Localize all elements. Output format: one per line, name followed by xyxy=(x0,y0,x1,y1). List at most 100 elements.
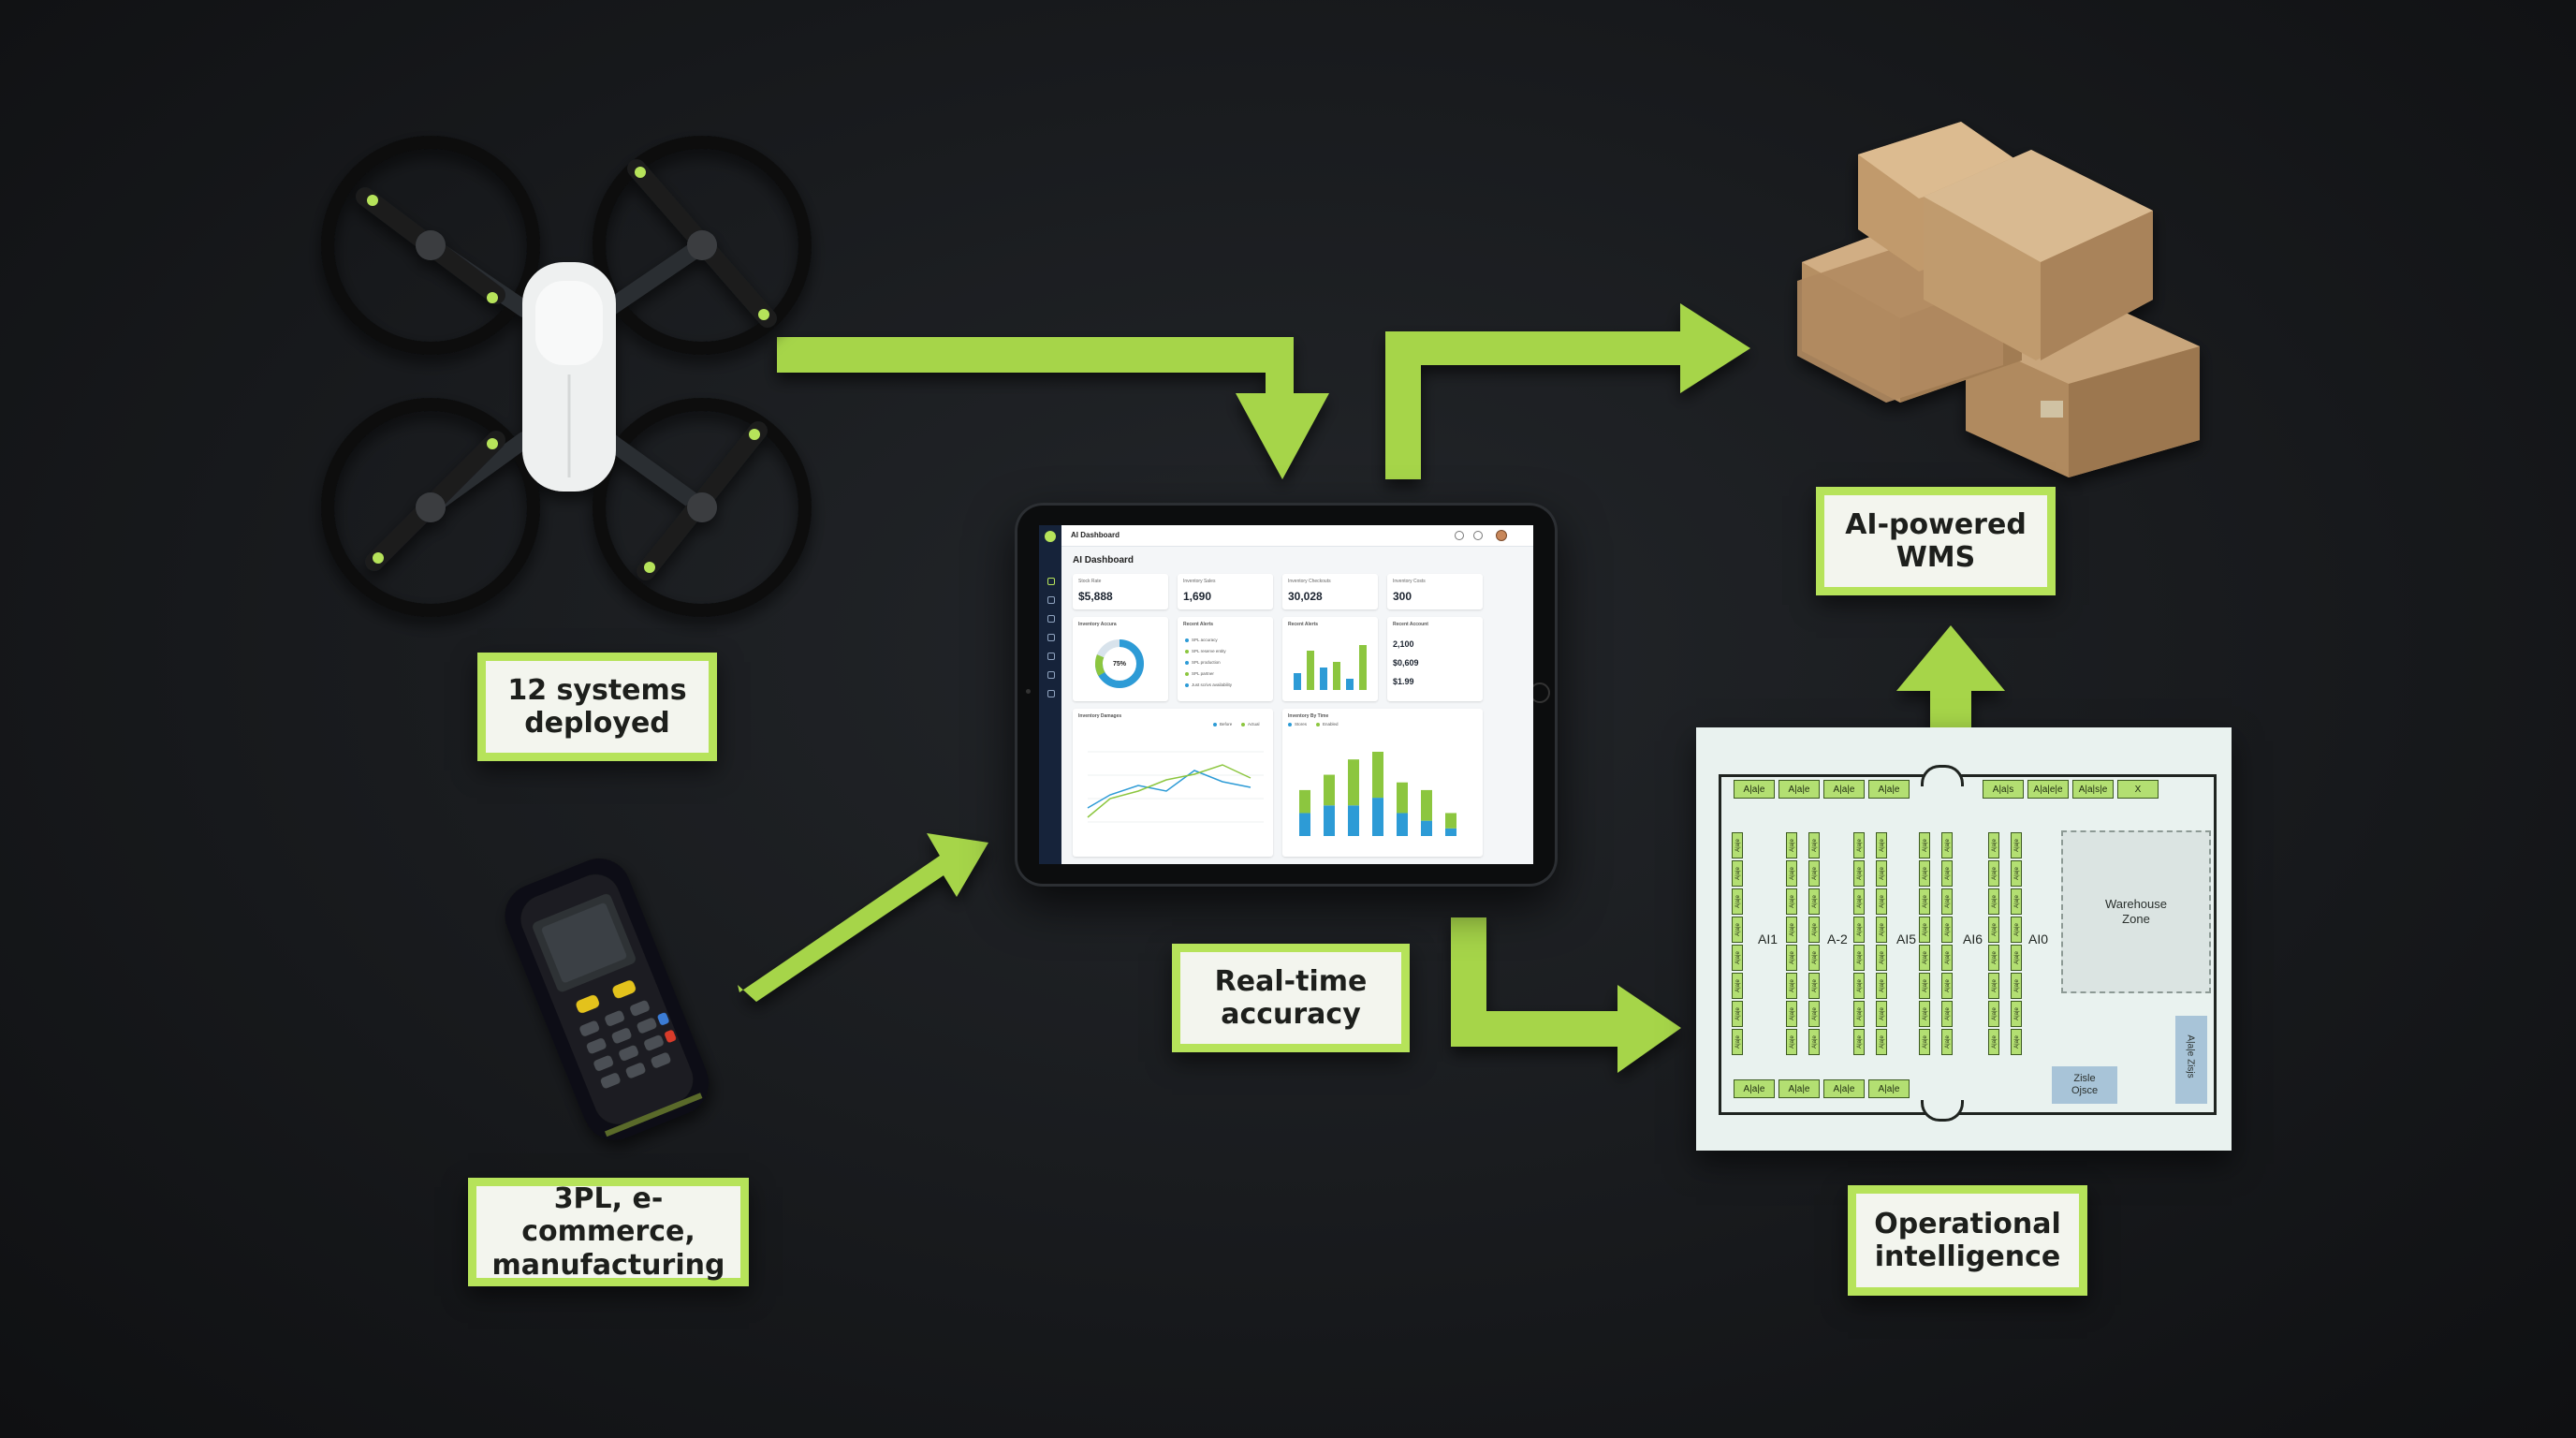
logo-icon xyxy=(1045,531,1056,542)
rack-slot: A|a|e xyxy=(1941,1001,1953,1027)
rack-slot: A|a|e xyxy=(1853,860,1865,887)
rack-slot: A|a|e xyxy=(1919,945,1930,971)
kpi-card[interactable]: Inventory Costs 300 xyxy=(1387,574,1483,609)
rack-slot: A|a|e xyxy=(2011,832,2022,858)
barcode-scanner-icon xyxy=(505,858,710,1140)
line-chart xyxy=(1087,751,1264,823)
kpi-value: 300 xyxy=(1393,590,1412,603)
drone-icon xyxy=(321,136,812,617)
dashboard-sidebar xyxy=(1039,525,1061,864)
clock-icon[interactable] xyxy=(1047,671,1055,679)
rack-slot: A|a|e xyxy=(1786,1001,1797,1027)
legend-item: Stores xyxy=(1288,722,1307,726)
rack-slot: A|a|e xyxy=(1919,973,1930,999)
rack-slot: A|a|e xyxy=(1988,1001,1999,1027)
donut-card[interactable]: Inventory Accura 75% xyxy=(1073,617,1168,701)
kpi-value: 30,028 xyxy=(1288,590,1323,603)
rack-slot: A|a|e xyxy=(1876,917,1887,943)
chart-icon[interactable] xyxy=(1047,615,1055,623)
kpi-card[interactable]: Inventory Sales 1,690 xyxy=(1178,574,1273,609)
arrow-warehouse-to-wms xyxy=(1896,625,2005,736)
rack-slot: A|a|e xyxy=(1988,888,1999,915)
rack-slot: A|a|e xyxy=(1786,832,1797,858)
home-icon[interactable] xyxy=(1047,578,1055,585)
bar-segment xyxy=(1372,798,1383,836)
kpi-value: $5,888 xyxy=(1078,590,1113,603)
bar xyxy=(1333,662,1340,690)
storage-slot: A|a|e xyxy=(1734,780,1775,799)
bar-segment xyxy=(1397,813,1408,836)
price-value: 2,100 xyxy=(1393,639,1414,649)
kpi-label: Stock Rate xyxy=(1078,579,1102,584)
price-value: $0,609 xyxy=(1393,658,1419,668)
rack-slot: A|a|e xyxy=(1919,1001,1930,1027)
page-title: AI Dashboard xyxy=(1073,555,1134,565)
bar-segment xyxy=(1348,805,1359,836)
user-icon[interactable] xyxy=(1047,653,1055,660)
rack-slot: A|a|e xyxy=(1853,973,1865,999)
inventory-icon[interactable] xyxy=(1047,596,1055,604)
rack-slot: A|a|e xyxy=(2011,973,2022,999)
rack-slot: A|a|e xyxy=(1853,917,1865,943)
kpi-card[interactable]: Stock Rate $5,888 xyxy=(1073,574,1168,609)
storage-slot: A|a|e xyxy=(1778,1079,1820,1098)
list-item: SPL partner xyxy=(1185,671,1214,676)
avatar[interactable] xyxy=(1496,530,1507,541)
app-title: AI Dashboard xyxy=(1071,531,1120,539)
storage-slot: A|a|e xyxy=(1868,1079,1910,1098)
rack-slot: A|a|e xyxy=(1808,832,1820,858)
aisle-label: A-2 xyxy=(1827,932,1848,946)
box-icon[interactable] xyxy=(1047,634,1055,641)
rack-slot: A|a|e xyxy=(1876,860,1887,887)
side-zone: A|a|e Zisjs xyxy=(2175,1016,2207,1104)
rack-slot: A|a|e xyxy=(2011,1029,2022,1055)
arrow-drone-to-tablet xyxy=(777,337,1329,479)
rack-slot: A|a|e xyxy=(1786,1029,1797,1055)
aisle-label: AI0 xyxy=(2028,932,2049,946)
line-chart-card[interactable]: Inventory Damages Before Actual xyxy=(1073,709,1273,857)
bell-icon[interactable] xyxy=(1473,531,1483,540)
rack-slot: A|a|e xyxy=(1853,1029,1865,1055)
rack-slot: A|a|e xyxy=(1941,832,1953,858)
series-line xyxy=(1087,764,1251,818)
door-top xyxy=(1921,765,1964,786)
bar xyxy=(1294,673,1301,690)
rack-slot: A|a|e xyxy=(1988,1029,1999,1055)
rack-slot: A|a|e xyxy=(1919,888,1930,915)
donut-value: 75% xyxy=(1113,661,1127,668)
stacked-chart-card[interactable]: Inventory By Time Stores Enabled xyxy=(1282,709,1483,857)
dashboard-screen: AI Dashboard AI Dashboard Stock Rate $5,… xyxy=(1039,525,1533,864)
rack-slot: A|a|e xyxy=(1808,945,1820,971)
bar-segment xyxy=(1299,789,1310,814)
rack-slot: A|a|e xyxy=(1786,917,1797,943)
rack-slot: A|a|e xyxy=(1786,860,1797,887)
arrow-tablet-to-warehouse xyxy=(1451,917,1681,1073)
bar-segment xyxy=(1397,782,1408,814)
aisle-label: AI6 xyxy=(1963,932,1983,946)
list-item: Just scrivs availability xyxy=(1185,682,1232,687)
prices-card[interactable]: Recent Account 2,100 $0,609 $1.99 xyxy=(1387,617,1483,701)
rack-slot: A|a|e xyxy=(1988,860,1999,887)
settings-icon[interactable] xyxy=(1047,690,1055,697)
bar-segment xyxy=(1445,813,1456,829)
rack-slot: A|a|e xyxy=(1732,945,1743,971)
rack-slot: A|a|e xyxy=(1808,917,1820,943)
door-bottom xyxy=(1921,1100,1964,1122)
arrow-scanner-to-tablet xyxy=(738,833,988,1002)
gear-icon[interactable] xyxy=(1455,531,1464,540)
alerts-card[interactable]: Recent Alerts SPL accuracy SPL reserve e… xyxy=(1178,617,1273,701)
rack-slot: A|a|e xyxy=(1876,1001,1887,1027)
aisle-label: AI1 xyxy=(1758,932,1778,946)
kpi-label: Inventory Sales xyxy=(1183,579,1216,584)
bars-card[interactable]: Recent Alerts xyxy=(1282,617,1378,701)
rack-slot: A|a|e xyxy=(1732,888,1743,915)
rack-slot: A|a|e xyxy=(1919,1029,1930,1055)
kpi-card[interactable]: Inventory Checkouts 30,028 xyxy=(1282,574,1378,609)
dashboard-topbar: AI Dashboard xyxy=(1061,525,1533,547)
series-line xyxy=(1087,770,1251,809)
